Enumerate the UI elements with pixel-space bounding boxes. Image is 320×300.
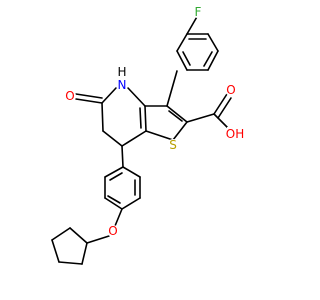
amide-hydrogen-label: H (117, 65, 126, 79)
alkoxyphenyl-ring (104, 166, 141, 210)
bond (144, 105, 147, 132)
bond (166, 70, 178, 107)
bond (172, 121, 188, 141)
bond (213, 113, 228, 128)
bond (139, 107, 142, 129)
ketone-oxygen-label: O (65, 89, 74, 103)
bond (176, 33, 188, 52)
acid-carbonyl-oxygen-atom: O (225, 83, 237, 97)
bond (127, 87, 146, 107)
bond (81, 242, 88, 265)
bond (217, 97, 232, 119)
acid-hydroxyl-group: OH (226, 127, 245, 141)
bond (51, 239, 60, 263)
bond (122, 166, 141, 178)
bond (121, 145, 124, 168)
bond (58, 261, 83, 265)
bond (104, 166, 124, 178)
bond (51, 227, 71, 241)
bond (75, 98, 103, 104)
bond (75, 93, 103, 99)
bond (166, 105, 188, 123)
bond (101, 87, 117, 104)
cyclopentyl-ring (51, 227, 88, 265)
bond (121, 197, 141, 210)
acid-carbonyl-oxygen-label: O (226, 83, 235, 97)
bond (168, 110, 183, 122)
fluorine-atom: F (192, 5, 204, 19)
bond (145, 130, 174, 141)
bond (186, 113, 215, 123)
bond (186, 14, 199, 35)
atom-labels: F N H O S O OH O (64, 5, 245, 238)
ketone-oxygen-atom: O (64, 89, 76, 103)
bond (101, 102, 104, 132)
bond (121, 130, 147, 147)
bond (86, 235, 110, 244)
bond (213, 93, 228, 115)
fluorine-label: F (195, 5, 202, 19)
amide-nitrogen-label: N (118, 78, 127, 92)
bond (203, 51, 213, 67)
ether-oxygen-label: O (108, 224, 117, 238)
bond (182, 51, 191, 66)
acid-hydroxyl-label: OH (226, 127, 244, 141)
chemical-structure-diagram: F N H O S O OH O (51, 5, 245, 265)
bond (69, 227, 88, 244)
bond (207, 33, 219, 52)
ether-oxygen-atom: O (107, 224, 119, 238)
bond (109, 172, 123, 181)
carboxylic-acid-group (186, 93, 232, 128)
thiophene-ring (139, 105, 188, 141)
bond (207, 50, 219, 71)
bond (107, 195, 121, 204)
bond (176, 50, 188, 71)
lactam-ring (75, 87, 147, 147)
bond (102, 130, 123, 147)
thiophene-sulfur-label: S (169, 138, 177, 152)
bond (114, 208, 123, 227)
thiophene-sulfur-atom: S (167, 138, 179, 152)
bonds (51, 14, 232, 265)
bond (104, 197, 123, 210)
fluorophenyl-ring (176, 14, 219, 71)
amide-nitrogen-atom: N H (116, 65, 128, 92)
